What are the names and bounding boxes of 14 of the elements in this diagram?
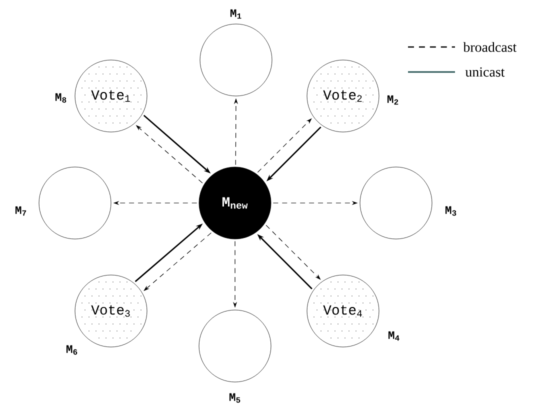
- node-label: M$_{2}$: [387, 95, 398, 105]
- node-label: M$_{4}$: [388, 331, 400, 341]
- legend-text: broadcast: [463, 42, 517, 52]
- node-label: M$_{1}$: [230, 9, 242, 19]
- legend-text: unicast: [465, 67, 505, 77]
- node-label: M$_{5}$: [229, 393, 240, 403]
- node-label: M$_{6}$: [66, 345, 78, 355]
- circle: [198, 310, 272, 382]
- node-label: M$_{7}$: [15, 206, 26, 216]
- node-label: M$_{3}$: [445, 206, 456, 216]
- node-label: M$_{8}$: [55, 93, 66, 103]
- circle: [200, 24, 272, 96]
- circle: [38, 166, 112, 240]
- circle: [360, 166, 432, 240]
